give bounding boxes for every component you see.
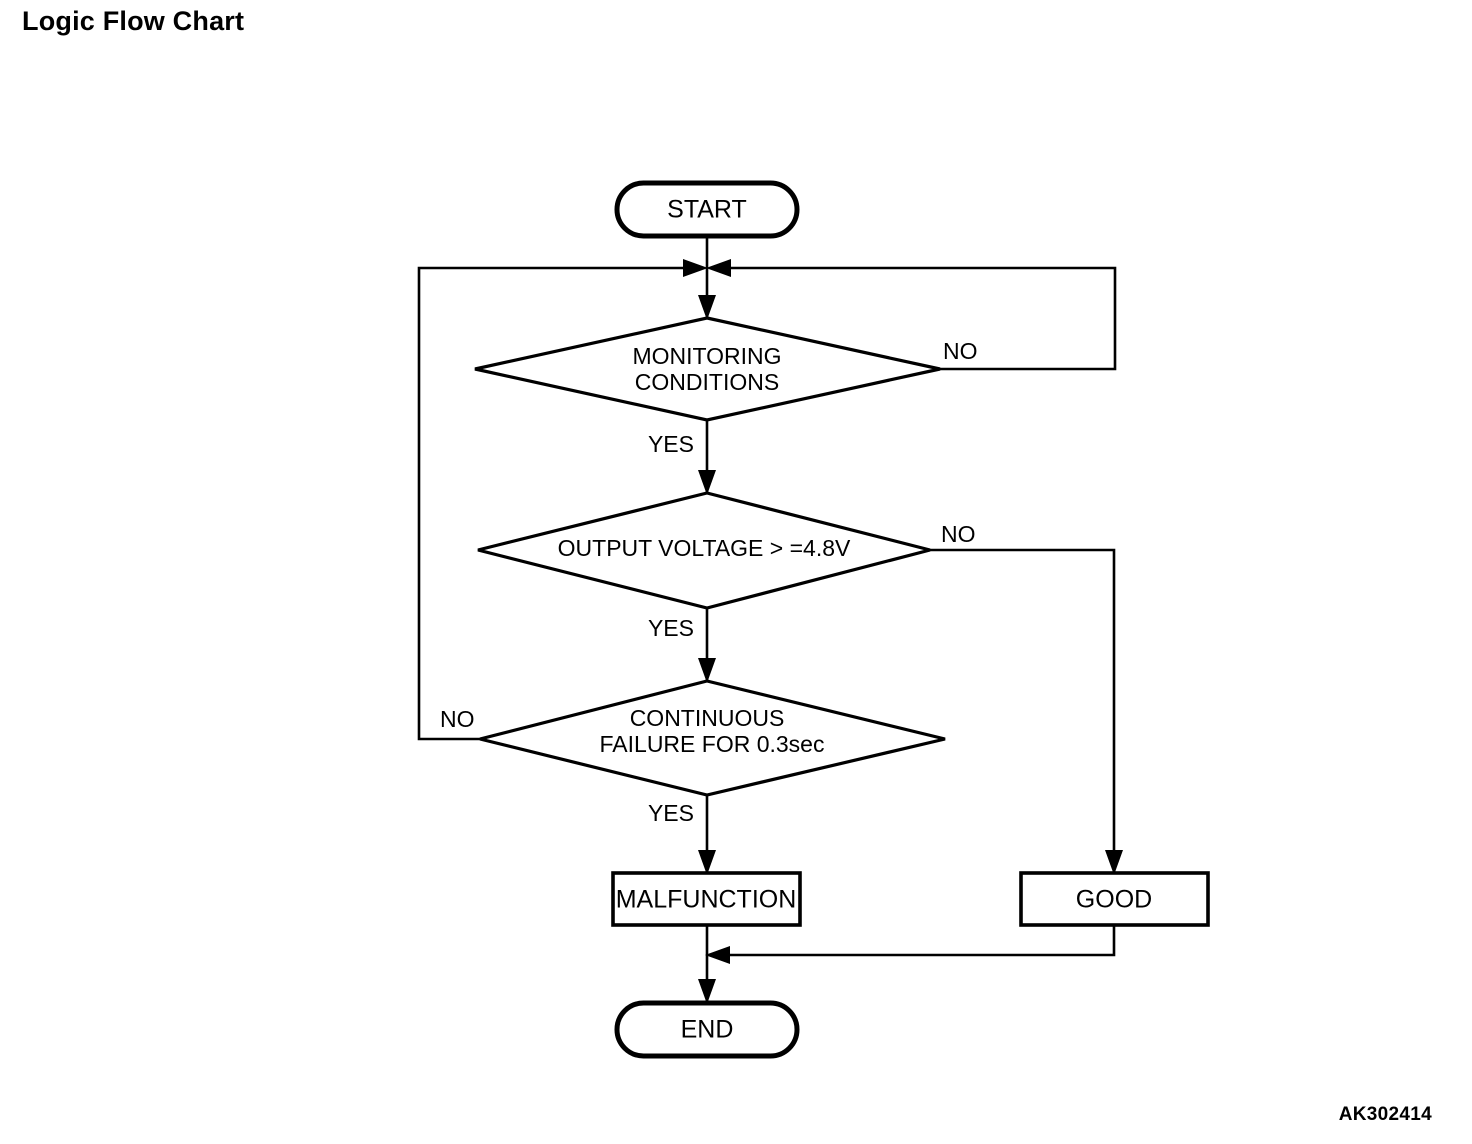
arrow-head-into-failure [698,658,716,683]
arrow-head-into-end [698,979,716,1004]
connector-monitoring-no-loop [726,266,1117,371]
connector-good-to-end-merge [725,925,1116,957]
page-title: Logic Flow Chart [22,6,245,36]
arrow-head-right-loop-into-junction [706,259,731,277]
arrow-head-into-voltage [698,470,716,495]
arrow-head-left-loop-into-junction [683,259,708,277]
arrow-head-into-monitoring [698,295,716,320]
node-output-voltage[interactable]: OUTPUT VOLTAGE > =4.8V [477,491,931,610]
node-malfunction[interactable]: MALFUNCTION [611,871,802,927]
branch-label-failure-no: NO [440,706,475,732]
failure-shape [479,679,946,797]
voltage-label: OUTPUT VOLTAGE > =4.8V [558,535,851,561]
arrow-head-into-malfunction [698,850,716,875]
start-shape [614,180,800,239]
monitoring-label-line2: CONDITIONS [635,369,779,395]
monitoring-shape [474,316,941,422]
malfunction-shape [611,871,802,927]
watermark-code: AK302414 [1338,1104,1432,1125]
branch-label-monitoring-no: NO [943,338,978,364]
node-monitoring-conditions[interactable]: MONITORING CONDITIONS [474,316,941,422]
good-shape [1019,871,1210,927]
good-label: GOOD [1076,886,1152,914]
malfunction-label: MALFUNCTION [616,886,797,914]
start-label: START [667,196,747,224]
failure-label-line1: CONTINUOUS [630,705,785,731]
node-good[interactable]: GOOD [1019,871,1210,927]
branch-label-voltage-yes: YES [648,615,694,641]
connector-failure-no-loop [417,266,688,741]
node-end[interactable]: END [614,1000,800,1059]
branch-label-voltage-no: NO [941,521,976,547]
arrow-head-into-good [1105,850,1123,875]
branch-label-monitoring-yes: YES [648,431,694,457]
branch-label-failure-yes: YES [648,800,694,826]
voltage-shape [477,491,931,610]
end-label: END [681,1016,734,1044]
arrow-head-merge-into-end-line [705,946,730,964]
failure-label-line2: FAILURE FOR 0.3sec [600,731,825,757]
end-shape [614,1000,800,1059]
node-continuous-failure[interactable]: CONTINUOUS FAILURE FOR 0.3sec [479,679,946,797]
node-start[interactable]: START [614,180,800,239]
monitoring-label-line1: MONITORING [632,343,781,369]
connector-voltage-no-to-good [930,548,1116,873]
